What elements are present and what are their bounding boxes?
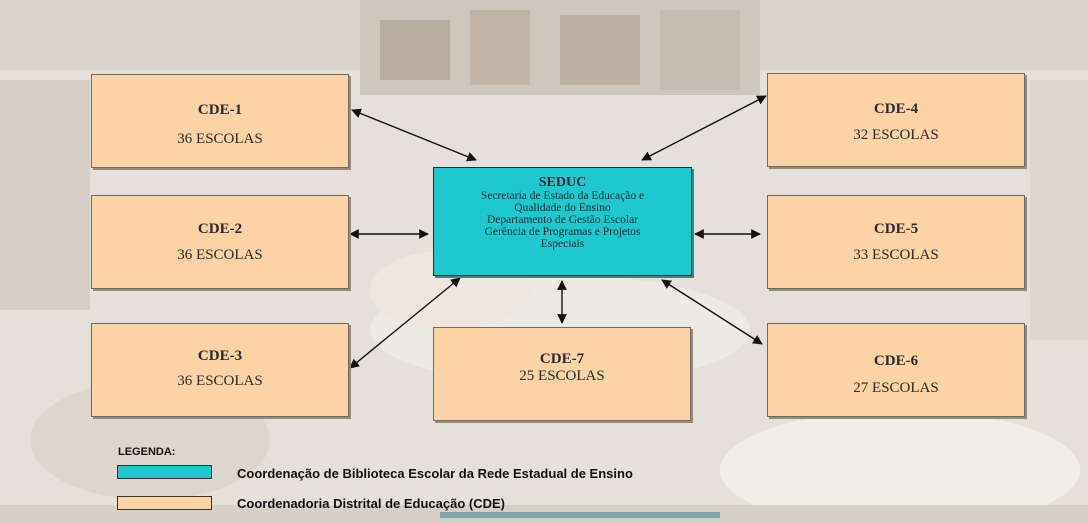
cde-4-name: CDE-4 [873,101,919,117]
cde-2-schools: 36 ESCOLAS [177,247,263,263]
cde-7-schools: 25 ESCOLAS [519,368,605,384]
cde-5-name: CDE-5 [873,221,919,237]
seduc-box: SEDUC Secretaria de Estado da Educação e… [433,167,692,276]
cde-3-box: CDE-3 36 ESCOLAS [91,323,349,417]
legend-title: LEGENDA: [118,446,176,458]
seduc-line-5: Especiais [540,238,585,250]
cde-6-box: CDE-6 27 ESCOLAS [767,323,1025,417]
arrow-seduc-cde6 [661,279,763,345]
cde-6-schools: 27 ESCOLAS [853,380,939,396]
cde-6-name: CDE-6 [873,353,919,369]
cde-2-name: CDE-2 [197,221,243,237]
cde-7-name: CDE-7 [539,351,585,367]
cde-3-schools: 36 ESCOLAS [177,373,263,389]
cde-4-schools: 32 ESCOLAS [853,127,939,143]
legend-swatch-seduc [117,465,212,479]
legend-swatch-cde [117,496,212,510]
seduc-line-2: Qualidade do Ensino [514,202,611,214]
cde-7-box: CDE-7 25 ESCOLAS [433,327,691,421]
cde-4-box: CDE-4 32 ESCOLAS [767,73,1025,167]
cde-1-box: CDE-1 36 ESCOLAS [91,74,349,168]
seduc-line-3: Departamento de Gestão Escolar [486,214,639,226]
seduc-line-4: Gerência de Programas e Projetos [484,226,641,238]
cde-1-schools: 36 ESCOLAS [177,131,263,147]
seduc-line-1: Secretaria de Estado da Educação e [480,190,645,202]
cde-1-name: CDE-1 [197,102,243,118]
cde-5-box: CDE-5 33 ESCOLAS [767,195,1025,289]
cde-5-schools: 33 ESCOLAS [853,247,939,263]
arrow-seduc-cde3 [349,277,461,369]
legend-label-seduc: Coordenação de Biblioteca Escolar da Red… [237,466,633,481]
arrow-seduc-cde4 [641,95,767,161]
cde-2-box: CDE-2 36 ESCOLAS [91,195,349,289]
seduc-title: SEDUC [538,175,587,190]
legend-label-cde: Coordenadoria Distrital de Educação (CDE… [237,496,505,511]
arrow-seduc-cde1 [351,108,477,162]
cde-3-name: CDE-3 [197,348,243,364]
